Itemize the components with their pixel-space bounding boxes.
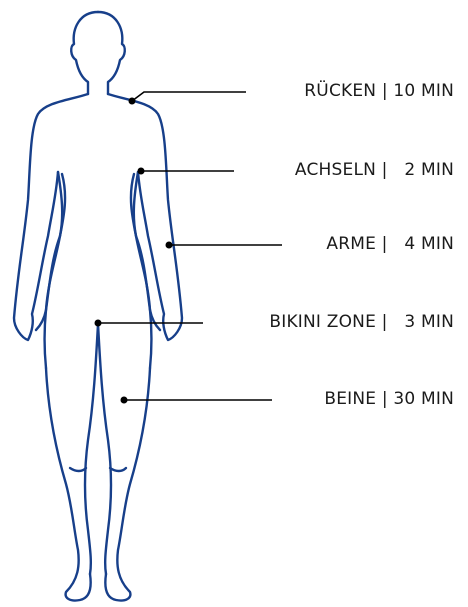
right-leg-inner bbox=[98, 324, 111, 574]
head-outline-right bbox=[98, 12, 125, 94]
dot-bikini bbox=[95, 320, 102, 327]
knee-hint-left bbox=[70, 468, 86, 471]
leader-line-ruecken bbox=[132, 92, 246, 101]
dot-ruecken bbox=[129, 98, 136, 105]
label-bikini-zone: BIKINI ZONE | 3 MIN bbox=[269, 312, 454, 332]
left-leg-inner bbox=[85, 324, 98, 574]
label-beine: BEINE | 30 MIN bbox=[324, 389, 454, 409]
left-arm-outline bbox=[14, 94, 88, 340]
dot-achseln bbox=[138, 168, 145, 175]
dot-beine bbox=[121, 397, 128, 404]
label-achseln: ACHSELN | 2 MIN bbox=[295, 160, 454, 180]
label-arme: ARME | 4 MIN bbox=[326, 234, 454, 254]
knee-hint-right bbox=[110, 468, 126, 471]
head-outline bbox=[71, 12, 98, 94]
dot-arme bbox=[166, 242, 173, 249]
right-arm-outline bbox=[108, 94, 182, 340]
label-ruecken: RÜCKEN | 10 MIN bbox=[304, 81, 454, 101]
